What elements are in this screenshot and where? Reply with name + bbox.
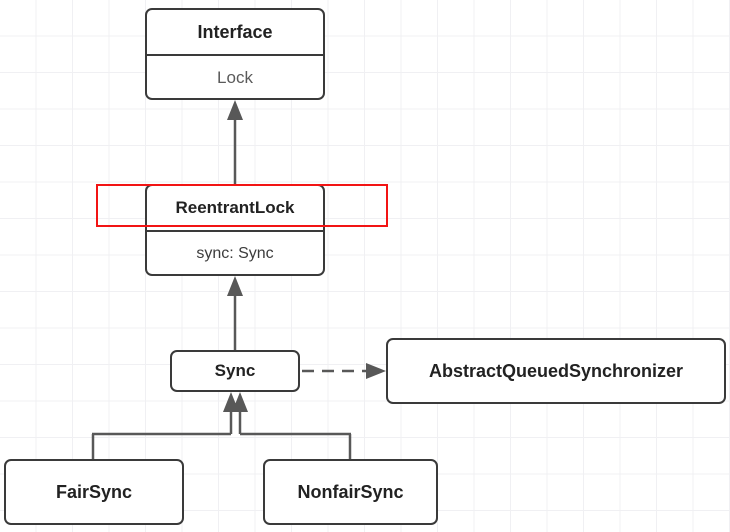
node-title: Interface xyxy=(197,21,273,42)
arrowhead-aqs xyxy=(366,363,386,379)
node-attribute: Lock xyxy=(147,54,323,98)
node-abstract-queued-synchronizer[interactable]: AbstractQueuedSynchronizer xyxy=(386,338,726,404)
node-title: Sync xyxy=(214,361,256,380)
arrowhead-reentrantlock xyxy=(227,276,243,296)
node-sync[interactable]: Sync xyxy=(170,350,300,392)
node-interface-lock[interactable]: Interface Lock xyxy=(145,8,325,100)
node-nonfairsync[interactable]: NonfairSync xyxy=(263,459,438,525)
node-reentrantlock[interactable]: ReentrantLock sync: Sync xyxy=(145,184,325,276)
node-fairsync[interactable]: FairSync xyxy=(4,459,184,525)
arrowhead-sync-right xyxy=(232,392,248,412)
node-title: FairSync xyxy=(55,481,133,502)
arrowhead-interface xyxy=(227,100,243,120)
node-attribute: sync: Sync xyxy=(147,230,323,274)
node-title: ReentrantLock xyxy=(175,198,295,217)
node-title: NonfairSync xyxy=(297,481,404,502)
node-title: AbstractQueuedSynchronizer xyxy=(428,360,684,381)
